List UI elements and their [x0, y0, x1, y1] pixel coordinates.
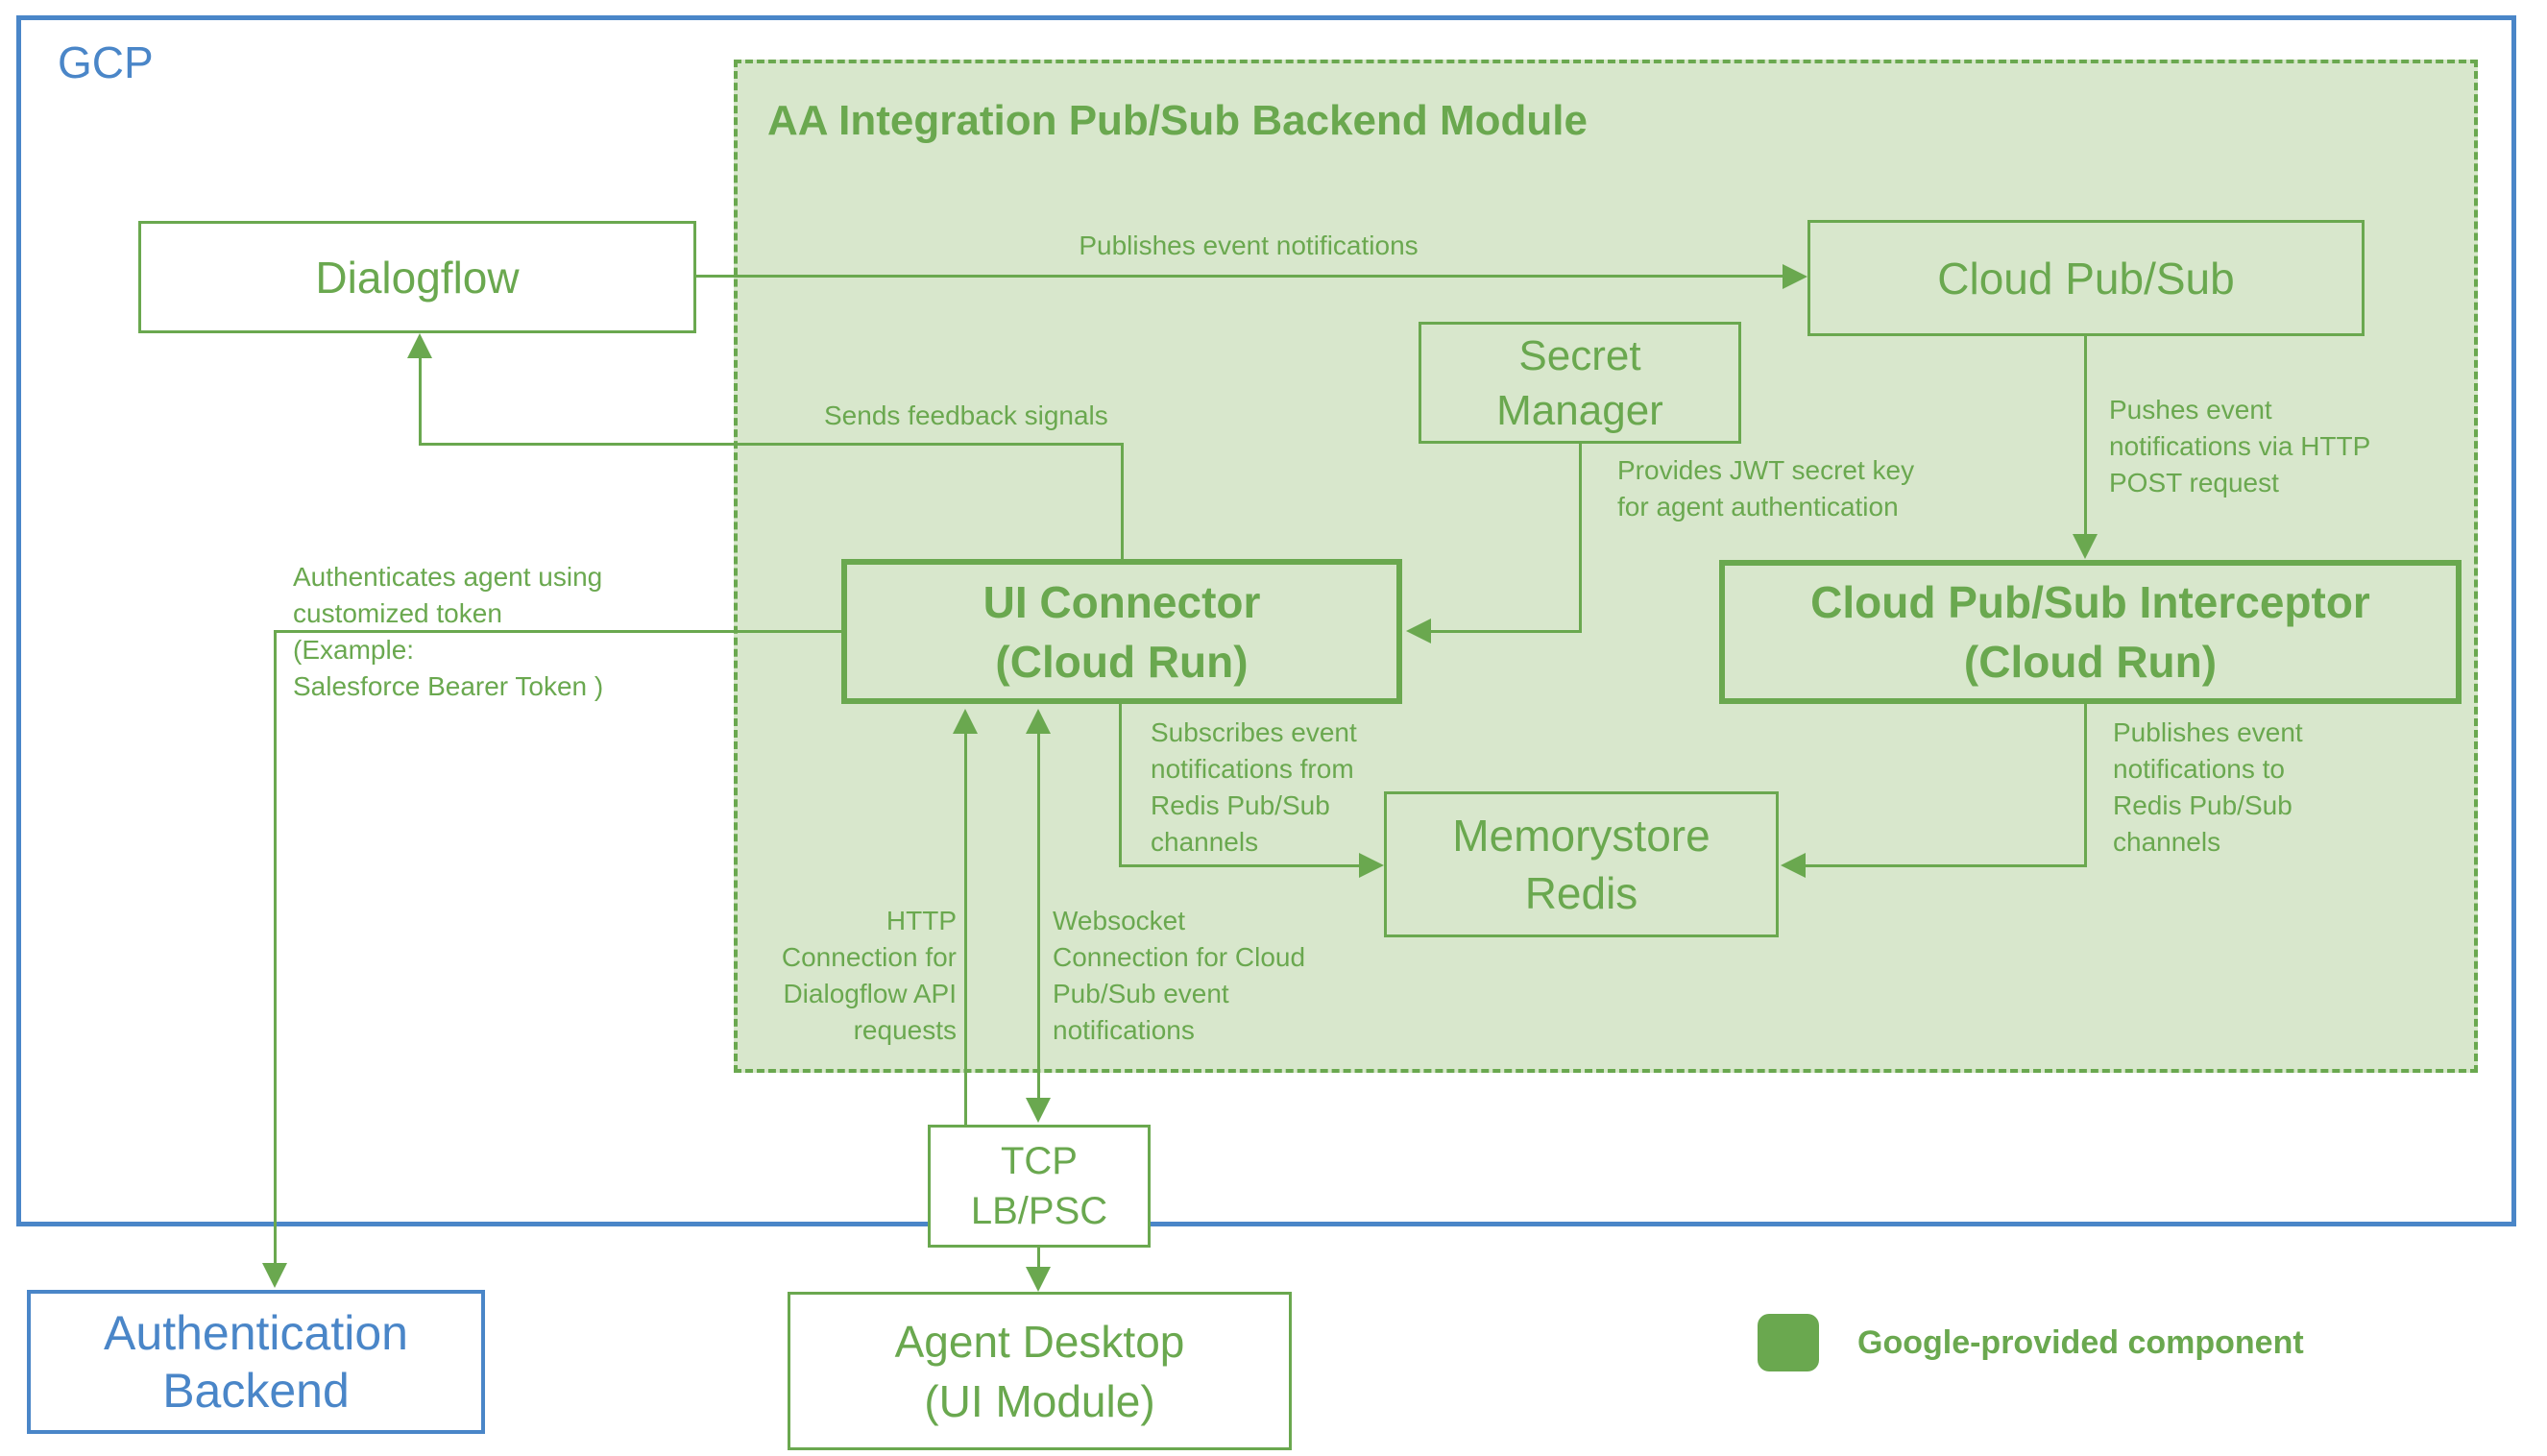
edge-auth-vertical: [274, 630, 277, 1264]
edge-auth-horizontal: [276, 630, 841, 633]
edge-interceptor-redis-vertical: [2084, 704, 2087, 867]
edge-label-subscribes: Subscribes event notifications from Redi…: [1151, 717, 1357, 857]
edge-label-authenticates: Authenticates agent using customized tok…: [293, 562, 604, 701]
edge-feedback-horizontal: [419, 443, 1124, 446]
node-ui-connector: UI Connector (Cloud Run): [841, 559, 1402, 704]
edge-label-websocket-connection: Websocket Connection for Cloud Pub/Sub e…: [1053, 906, 1306, 1045]
node-cloud-pubsub-interceptor: Cloud Pub/Sub Interceptor (Cloud Run): [1719, 560, 2462, 704]
edge-http-line: [964, 733, 967, 1125]
edge-dialogflow-pubsub-arrowhead: [1783, 264, 1807, 289]
edge-interceptor-redis-arrowhead: [1781, 853, 1806, 878]
gcp-boundary: [16, 15, 2516, 1226]
edge-ui-redis-arrowhead: [1359, 853, 1384, 878]
edge-websocket-arrowhead-down: [1026, 1098, 1051, 1123]
edge-interceptor-redis-horizontal: [1804, 864, 2086, 867]
legend-google-component-label: Google-provided component: [1857, 1324, 2304, 1361]
edge-pubsub-interceptor-line: [2084, 336, 2087, 534]
edge-pubsub-interceptor-arrowhead: [2073, 534, 2098, 559]
edge-secret-ui-arrowhead: [1406, 619, 1431, 643]
node-memorystore-redis: Memorystore Redis: [1384, 791, 1779, 937]
node-agent-desktop: Agent Desktop (UI Module): [788, 1292, 1292, 1450]
edge-auth-arrowhead: [262, 1263, 287, 1288]
edge-feedback-vertical-right: [1121, 445, 1124, 559]
node-authentication-backend: Authentication Backend: [27, 1290, 485, 1434]
edge-http-arrowhead: [953, 709, 978, 734]
node-cloud-pubsub: Cloud Pub/Sub: [1807, 220, 2365, 336]
edge-label-publishes-event: Publishes event notifications: [1079, 231, 1419, 260]
edge-secret-ui-horizontal: [1429, 630, 1581, 633]
edge-label-pushes-event: Pushes event notifications via HTTP POST…: [2109, 395, 2371, 497]
edge-feedback-arrowhead: [407, 333, 432, 358]
edge-websocket-line: [1037, 733, 1040, 1099]
edge-label-sends-feedback: Sends feedback signals: [824, 400, 1108, 430]
edge-dialogflow-pubsub-line: [696, 275, 1783, 278]
edge-tcp-agent-line: [1037, 1248, 1040, 1268]
edge-ui-redis-horizontal: [1121, 864, 1361, 867]
edge-label-provides-jwt: Provides JWT secret key for agent authen…: [1617, 455, 1915, 522]
edge-label-publishes-redis: Publishes event notifications to Redis P…: [2113, 717, 2303, 857]
node-dialogflow: Dialogflow: [138, 221, 696, 333]
edge-label-http-connection: HTTP Connection for Dialogflow API reque…: [781, 906, 957, 1045]
edge-websocket-arrowhead-up: [1026, 709, 1051, 734]
edge-tcp-agent-arrowhead: [1026, 1267, 1051, 1292]
module-title: AA Integration Pub/Sub Backend Module: [767, 97, 1588, 144]
edge-secret-ui-vertical: [1579, 444, 1582, 633]
node-secret-manager: Secret Manager: [1419, 322, 1741, 444]
legend-google-component-swatch: [1758, 1314, 1819, 1371]
edge-ui-redis-vertical: [1119, 704, 1122, 867]
gcp-label: GCP: [58, 37, 154, 87]
node-tcp-lb-psc: TCP LB/PSC: [928, 1125, 1151, 1248]
edge-feedback-vertical-left: [419, 358, 422, 445]
